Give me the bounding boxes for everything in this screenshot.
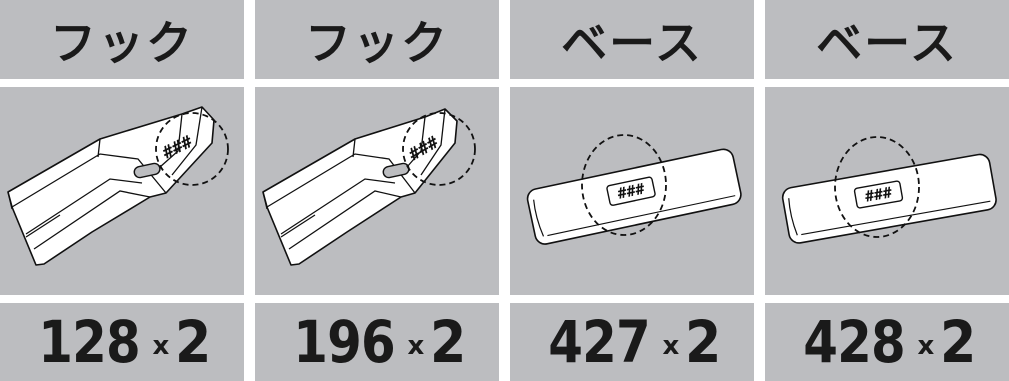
part-mark-label: ### [616, 180, 646, 203]
hook-part-drawing: ### [7, 106, 229, 266]
highlight-circle [155, 112, 229, 186]
times-sign: x [152, 331, 170, 361]
part-card-base-428: ベース ### 428 x 2 [765, 0, 1009, 381]
hook-part-drawing: ### [262, 108, 476, 266]
highlight-circle [834, 136, 920, 238]
part-number: 196 [293, 308, 396, 376]
times-sign: x [917, 331, 935, 361]
part-count: 2 [430, 308, 467, 376]
quantity-label: 428 x 2 [765, 303, 1009, 381]
part-mark-label: ### [864, 183, 894, 205]
quantity-label: 128 x 2 [0, 303, 244, 381]
quantity-label: 427 x 2 [510, 303, 754, 381]
quantity-label: 196 x 2 [255, 303, 499, 381]
part-card-base-427: ベース ### 427 x 2 [510, 0, 754, 381]
part-count: 2 [940, 308, 977, 376]
times-sign: x [407, 331, 425, 361]
part-card-hook-196: フック # [255, 0, 499, 381]
base-part-drawing: ### [526, 134, 742, 245]
card-title: フック [0, 0, 244, 79]
part-count: 2 [685, 308, 722, 376]
part-count: 2 [175, 308, 212, 376]
part-illustration-hook: ### [255, 87, 499, 295]
part-number: 428 [803, 308, 906, 376]
part-number: 427 [548, 308, 651, 376]
card-title: フック [255, 0, 499, 79]
highlight-circle [581, 134, 667, 236]
highlight-circle [402, 112, 476, 186]
card-title: ベース [510, 0, 754, 79]
part-illustration-hook: ### [0, 87, 244, 295]
times-sign: x [662, 331, 680, 361]
base-part-drawing: ### [781, 136, 997, 244]
part-number: 128 [38, 308, 141, 376]
card-title: ベース [765, 0, 1009, 79]
part-illustration-base: ### [765, 87, 1009, 295]
part-card-hook-128: フック # [0, 0, 244, 381]
part-illustration-base: ### [510, 87, 754, 295]
